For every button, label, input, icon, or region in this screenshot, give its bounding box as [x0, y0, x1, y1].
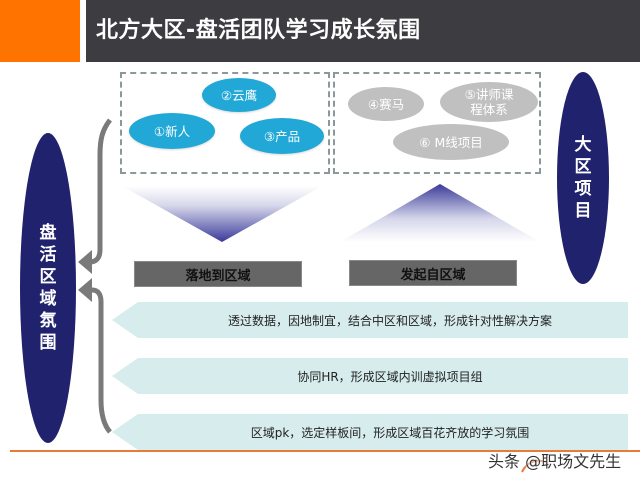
- banner-arrow-data-solution: 透过数据，因地制宜，结合中区和区域，形成针对性解决方案: [112, 302, 628, 338]
- banner-text: 区域pk，选定样板间，形成区域百花齐放的学习氛围: [250, 425, 530, 440]
- banner-text: 透过数据，因地制宜，结合中区和区域，形成针对性解决方案: [227, 313, 552, 328]
- banner-arrow-region-pk: 区域pk，选定样板间，形成区域百花齐放的学习氛围: [112, 414, 628, 450]
- label-text: 落地到区域: [185, 268, 251, 284]
- program-oval-xinren: ①新人: [129, 113, 215, 149]
- right-oval-label: 大区项目: [574, 135, 592, 221]
- program-label: ②云鹰: [220, 87, 258, 103]
- right-program-group: [333, 72, 541, 174]
- right-vertical-oval: 大区项目: [557, 72, 609, 284]
- banner-arrow-hr-project: 协同HR，形成区域内训虚拟项目组: [112, 358, 628, 394]
- watermark: 头条 @职场文先生: [488, 452, 622, 471]
- program-label: ③产品: [263, 128, 301, 144]
- left-vertical-oval: 盘活区域氛围: [20, 133, 76, 443]
- program-oval-yunying: ②云鹰: [202, 78, 276, 112]
- arrow-head-upper-icon: [78, 250, 92, 274]
- left-program-group: [120, 72, 330, 174]
- program-label: ④赛马: [367, 96, 405, 112]
- arrow-up-left-icon: [86, 287, 112, 434]
- land-to-region-label: 落地到区域: [134, 261, 302, 287]
- label-text: 发起自区域: [400, 267, 466, 283]
- arrow-down-left-icon: [86, 118, 113, 265]
- bottom-divider: [10, 450, 640, 452]
- funnel-down-triangle: [122, 186, 322, 242]
- program-label: ⑤讲师课程体系: [464, 87, 514, 117]
- header-bar: [86, 0, 640, 62]
- banner-text: 协同HR，形成区域内训虚拟项目组: [297, 369, 483, 384]
- header-accent-block: [0, 0, 80, 62]
- launch-from-region-label: 发起自区域: [349, 260, 517, 286]
- arrow-head-lower-icon: [78, 278, 92, 302]
- program-oval-lecturer: ⑤讲师课程体系: [440, 82, 538, 122]
- program-oval-mline: ⑥ M线项目: [393, 124, 509, 160]
- program-label: ⑥ M线项目: [419, 134, 483, 150]
- funnel-up-triangle: [340, 184, 540, 242]
- page-title: 北方大区-盘活团队学习成长氛围: [96, 18, 421, 43]
- program-label: ①新人: [153, 123, 191, 139]
- program-oval-saima: ④赛马: [348, 87, 424, 121]
- watermark-swirl-icon: [521, 459, 549, 473]
- left-oval-label: 盘活区域氛围: [39, 223, 57, 353]
- curved-arrows: [78, 118, 113, 434]
- program-oval-chanpin: ③产品: [240, 118, 324, 154]
